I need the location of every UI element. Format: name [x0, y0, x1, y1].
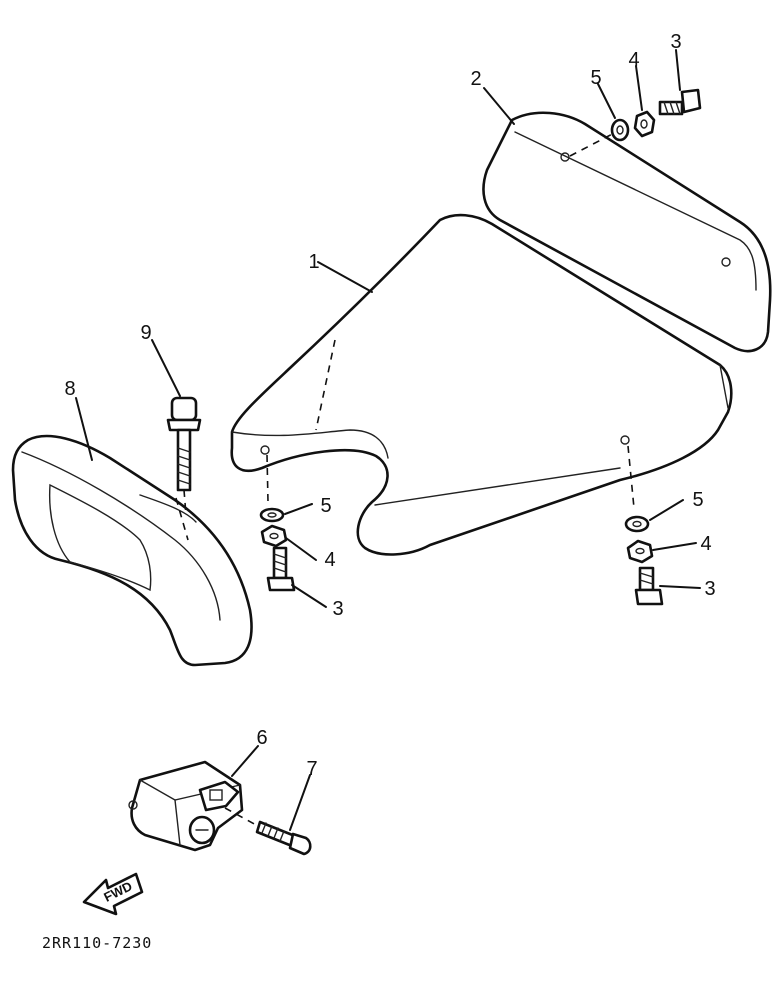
callout-plain-washer-left: 5 — [320, 495, 331, 517]
backrest-pad — [482, 111, 772, 353]
callout-long-bolt: 9 — [140, 322, 151, 344]
seat-lock — [128, 760, 244, 852]
callout-plain-washer-top: 5 — [590, 67, 601, 89]
callout-plain-washer-right: 5 — [692, 489, 703, 511]
fasteners-top — [610, 88, 702, 142]
main-seat — [230, 213, 733, 556]
diagram-code: 2RR110-7230 — [42, 934, 152, 952]
callout-bolt-right: 3 — [704, 578, 715, 600]
callout-lock-washer-right: 4 — [700, 533, 711, 555]
fasteners-left — [259, 507, 296, 592]
callout-lock-washer-left: 4 — [324, 549, 335, 571]
leader-lines — [75, 49, 701, 831]
side-cover — [11, 434, 253, 667]
callout-bolt-left: 3 — [332, 598, 343, 620]
long-bolt — [166, 396, 202, 516]
callout-labels: 1 2 3 4 5 9 8 5 4 3 5 4 3 6 7 — [64, 31, 715, 780]
fasteners-right — [624, 515, 664, 606]
callout-lock-washer-top: 4 — [628, 49, 639, 71]
callout-screw: 7 — [306, 758, 317, 780]
callout-seat: 1 — [308, 251, 319, 273]
callout-side-cover: 8 — [64, 378, 75, 400]
callout-bolt-top: 3 — [670, 31, 681, 53]
screw — [224, 807, 312, 856]
callout-seat-lock: 6 — [256, 727, 267, 749]
callout-backrest: 2 — [470, 68, 481, 90]
fwd-arrow: FWD — [82, 872, 144, 916]
